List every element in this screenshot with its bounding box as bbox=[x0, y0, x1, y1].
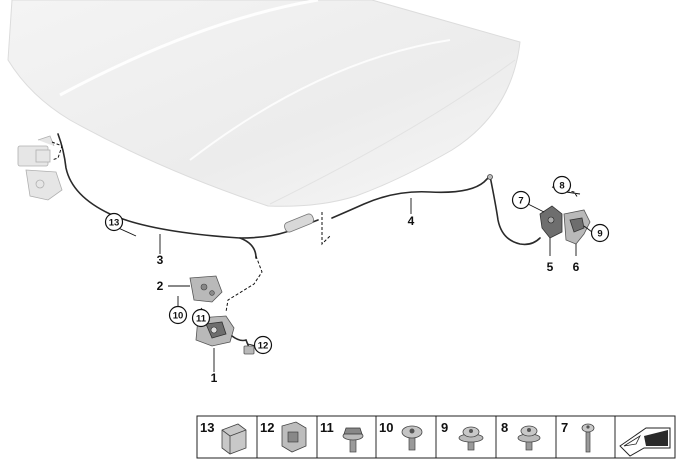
callout-13-label: 13 bbox=[109, 218, 120, 229]
parts-legend: 13 12 11 10 9 8 7 bbox=[196, 415, 676, 459]
cable-clip-icon bbox=[221, 423, 247, 455]
legend-num-11: 11 bbox=[320, 420, 334, 435]
callout-10: 10 bbox=[168, 305, 188, 325]
legend-num-8: 8 bbox=[501, 420, 508, 435]
ghost-latch-illustration bbox=[17, 135, 63, 201]
callout-2: 2 bbox=[157, 279, 164, 293]
hex-bolt-icon bbox=[342, 427, 364, 453]
callout-10-label: 10 bbox=[173, 311, 184, 322]
callout-9: 9 bbox=[590, 223, 610, 243]
callout-11: 11 bbox=[191, 308, 211, 328]
callout-7-label: 7 bbox=[518, 196, 523, 207]
callout-8: 8 bbox=[552, 175, 572, 195]
callout-9-label: 9 bbox=[597, 229, 602, 240]
collar-screw-icon bbox=[458, 426, 484, 451]
callout-12: 12 bbox=[253, 335, 273, 355]
callout-3: 3 bbox=[157, 253, 164, 267]
legend-num-12: 12 bbox=[260, 420, 274, 435]
callout-12-label: 12 bbox=[258, 341, 269, 352]
callout-7: 7 bbox=[511, 190, 531, 210]
callout-11-label: 11 bbox=[196, 314, 207, 325]
hood-hinge-parts bbox=[539, 205, 591, 245]
hood-illustration bbox=[7, 0, 521, 207]
legend-num-13: 13 bbox=[200, 420, 214, 435]
callout-6: 6 bbox=[573, 260, 580, 274]
callout-5: 5 bbox=[547, 260, 554, 274]
callout-4: 4 bbox=[408, 214, 415, 228]
direction-arrow-icon bbox=[619, 427, 671, 457]
torx-screw-icon bbox=[401, 425, 423, 451]
fillister-screw-icon bbox=[581, 423, 595, 453]
legend-num-9: 9 bbox=[441, 420, 448, 435]
callout-1: 1 bbox=[211, 371, 218, 385]
leader-lines bbox=[113, 198, 593, 372]
legend-num-7: 7 bbox=[561, 420, 568, 435]
connector-lines bbox=[51, 141, 581, 313]
clip-holder-icon bbox=[281, 421, 307, 453]
bowden-cable-4 bbox=[331, 174, 541, 246]
callout-8-label: 8 bbox=[559, 181, 564, 192]
callout-13: 13 bbox=[104, 212, 124, 232]
flange-bolt-icon bbox=[517, 425, 541, 451]
legend-num-10: 10 bbox=[379, 420, 393, 435]
